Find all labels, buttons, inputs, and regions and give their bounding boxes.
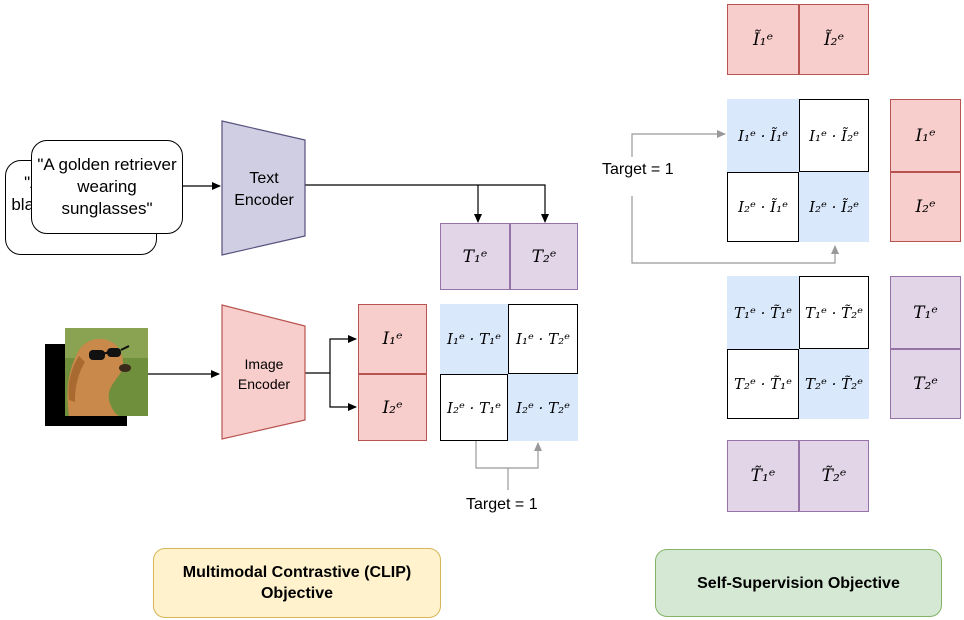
ss-target-arrow: [631, 130, 726, 157]
input-image-dog-photo: [45, 328, 148, 426]
clip-objective-panel: Multimodal Contrastive (CLIP) Objective: [153, 548, 441, 618]
clip-image-emb-1: I₁ᵉ: [358, 304, 427, 374]
ss-target-label: Target = 1: [602, 161, 674, 178]
ss-text-matrix-cell-1-2: T₁ᵉ · T̃₂ᵉ: [799, 276, 869, 349]
self-supervision-objective-panel: Self-Supervision Objective: [655, 549, 942, 617]
ss-aug-image-emb-1: Ĩ₁ᵉ: [727, 4, 799, 75]
clip-matrix-cell-1-2: I₁ᵉ · T₂ᵉ: [508, 304, 578, 374]
image-encoder-shape: [221, 304, 306, 440]
image-encoder-label: Image Encoder: [237, 356, 291, 392]
clip-matrix-cell-1-1: I₁ᵉ · T₁ᵉ: [440, 304, 508, 374]
clip-target-arrow-2: [508, 442, 542, 469]
ss-image-emb-2: I₂ᵉ: [890, 172, 961, 242]
ss-text-matrix-cell-1-1: T₁ᵉ · T̃₁ᵉ: [727, 276, 799, 349]
caption-front-text: "A golden retriever wearing sunglasses": [37, 155, 177, 218]
clip-text-emb-1: T₁ᵉ: [440, 223, 510, 290]
text-encoder-label: Text Encoder: [234, 170, 294, 209]
ss-text-matrix-cell-2-2: T₂ᵉ · T̃₂ᵉ: [799, 349, 869, 419]
ss-text-matrix-cell-2-1: T₂ᵉ · T̃₁ᵉ: [727, 349, 799, 419]
ss-image-matrix-cell-1-2: I₁ᵉ · Ĩ₂ᵉ: [799, 99, 869, 172]
image-encoder-to-i2-arrow: [329, 373, 357, 411]
ss-image-emb-1: I₁ᵉ: [890, 99, 961, 172]
text-encoder-shape: [221, 120, 306, 256]
clip-matrix-cell-2-1: I₂ᵉ · T₁ᵉ: [440, 374, 508, 441]
ss-target-arrow-2: [631, 196, 839, 264]
text-encoder-to-embeddings-arrow: [305, 184, 549, 223]
ss-text-emb-1: T₁ᵉ: [890, 276, 961, 349]
ss-text-emb-2: T₂ᵉ: [890, 349, 961, 419]
caption-bubble-front: [31, 140, 183, 234]
ss-image-matrix-cell-2-1: I₂ᵉ · Ĩ₁ᵉ: [727, 172, 799, 242]
image-encoder-to-embeddings-arrow: [305, 335, 357, 374]
ss-image-matrix-cell-1-1: I₁ᵉ · Ĩ₁ᵉ: [727, 99, 799, 172]
clip-image-emb-2: I₂ᵉ: [358, 374, 427, 441]
clip-matrix-cell-2-2: I₂ᵉ · T₂ᵉ: [508, 374, 578, 441]
ss-aug-text-emb-2: T̃₂ᵉ: [799, 440, 869, 512]
ss-image-matrix-cell-2-2: I₂ᵉ · Ĩ₂ᵉ: [799, 172, 869, 242]
ss-aug-text-emb-1: T̃₁ᵉ: [727, 440, 799, 512]
clip-text-emb-2: T₂ᵉ: [510, 223, 578, 290]
ss-aug-image-emb-2: Ĩ₂ᵉ: [799, 4, 869, 75]
clip-target-label: Target = 1: [466, 496, 538, 513]
